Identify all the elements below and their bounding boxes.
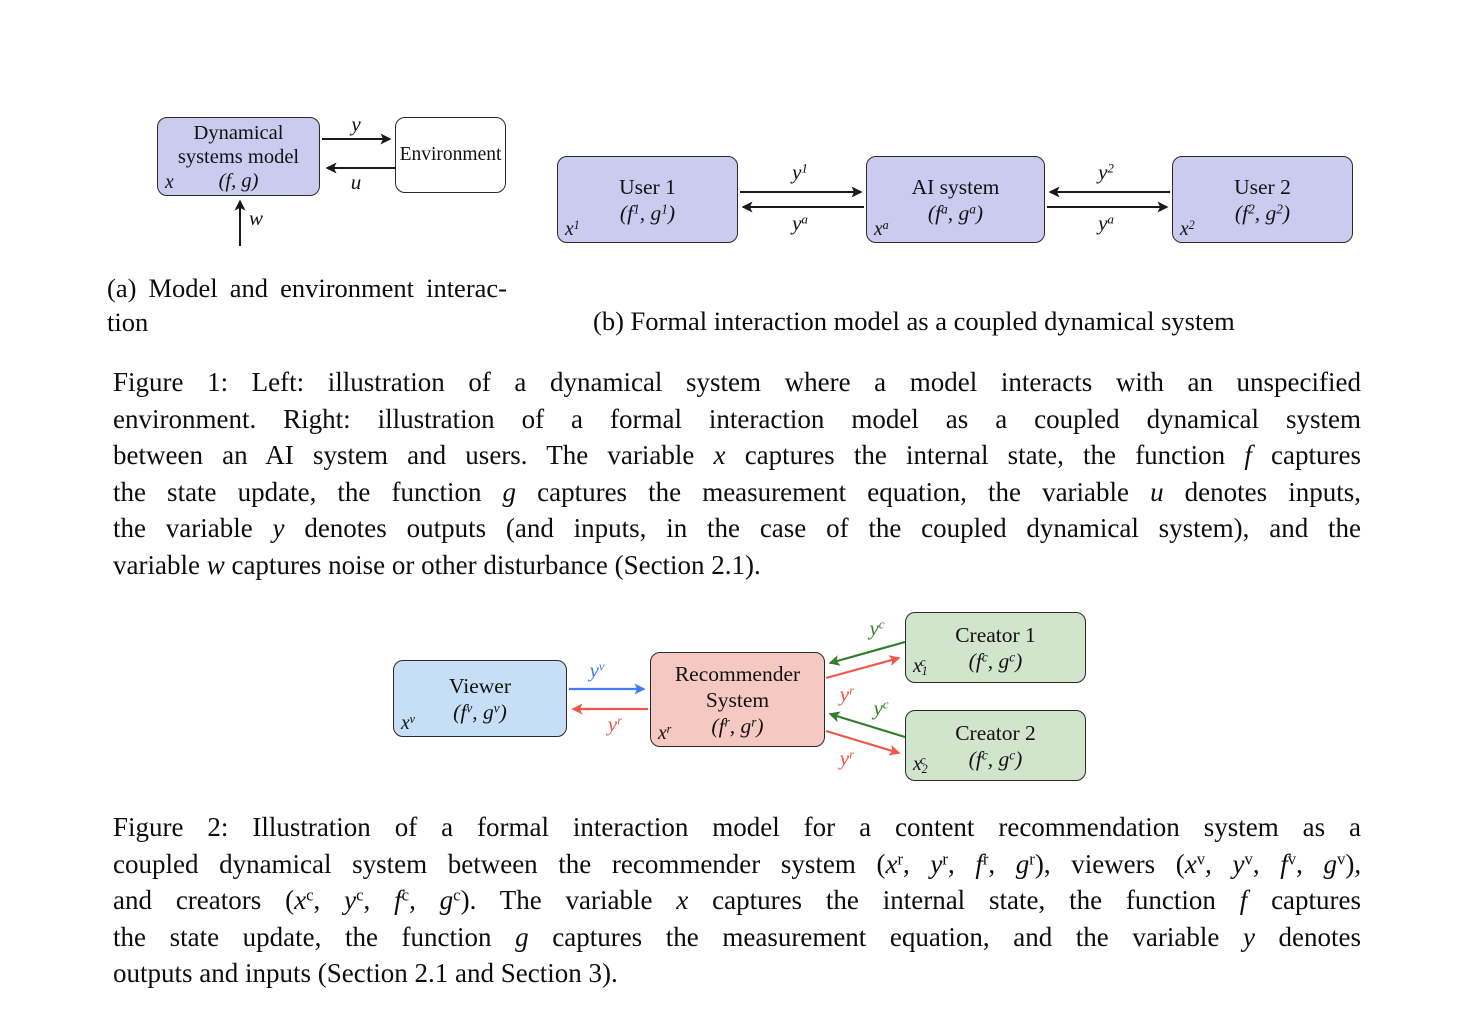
user2-title: User 2 bbox=[1234, 174, 1291, 199]
caption-a-line1: (a) Model and environment interac- bbox=[107, 273, 507, 303]
user1-box: User 1 (f1, g1) x1 bbox=[557, 156, 738, 243]
model-box-title-line1: Dynamical bbox=[193, 121, 284, 144]
recommender-title-line1: Recommender bbox=[674, 661, 801, 686]
viewer-title: Viewer bbox=[449, 673, 511, 698]
viewer-params: (fv, gv) bbox=[453, 699, 507, 724]
recommender-box: Recommender System (fr, gr) xr bbox=[650, 652, 825, 747]
model-state-label: x bbox=[165, 172, 174, 193]
arrow-label-y2: y2 bbox=[1098, 160, 1114, 184]
user2-state-label: x2 bbox=[1180, 217, 1195, 240]
viewer-box: Viewer (fv, gv) xv bbox=[393, 660, 567, 737]
arrow-label-w: w bbox=[249, 206, 264, 230]
creator2-box: Creator 2 (fc, gc) x2c bbox=[905, 710, 1086, 781]
caption-a: (a) Model and environment interac- tion bbox=[107, 272, 507, 339]
arrow-label-yc-creator2: yc bbox=[873, 696, 889, 720]
ai-system-box: AI system (fa, ga) xa bbox=[866, 156, 1045, 243]
creator1-box: Creator 1 (fc, gc) x1c bbox=[905, 612, 1086, 683]
figure1-caption-line: Figure 1: Left: illustration of a dynami… bbox=[113, 367, 1361, 397]
arrow-creator1-to-recommender bbox=[828, 640, 906, 666]
user1-params: (f1, g1) bbox=[619, 200, 676, 225]
arrow-creator2-to-recommender bbox=[828, 711, 906, 739]
figure2-caption-line: Figure 2: Illustration of a formal inter… bbox=[113, 812, 1361, 842]
ai-state-label: xa bbox=[874, 217, 889, 240]
recommender-state-label: xr bbox=[658, 721, 672, 744]
user2-box: User 2 (f2, g2) x2 bbox=[1172, 156, 1353, 243]
figure1-caption-line: environment. Right: illustration of a fo… bbox=[113, 403, 1361, 434]
creator1-params: (fc, gc) bbox=[968, 648, 1023, 673]
arrow-label-yr-viewer: yr bbox=[607, 712, 623, 736]
figure2-caption-line: and creators (xc, yc, fc, gc). The varia… bbox=[113, 885, 1362, 916]
arrow-label-yc-creator1: yc bbox=[869, 616, 885, 640]
arrow-label-ya-left: ya bbox=[792, 211, 808, 235]
figure2-caption-line: outputs and inputs (Section 2.1 and Sect… bbox=[113, 958, 618, 989]
figure1-caption-line: variable w captures noise or other distu… bbox=[113, 549, 761, 580]
ai-system-title: AI system bbox=[911, 174, 1000, 199]
creator1-title: Creator 1 bbox=[955, 622, 1036, 647]
figure1-caption-line: between an AI system and users. The vari… bbox=[113, 440, 1362, 471]
arrow-label-yv: yv bbox=[589, 658, 605, 682]
arrow-label-yr-creator1: yr bbox=[839, 682, 855, 706]
figure2-caption: Figure 2: Illustration of a formal inter… bbox=[113, 809, 1361, 992]
creator1-state-label: x1c bbox=[913, 654, 928, 679]
model-box-params: (f, g) bbox=[218, 169, 259, 192]
figure2-caption-line: coupled dynamical system between the rec… bbox=[113, 848, 1362, 879]
arrow-label-yr-creator2: yr bbox=[839, 746, 855, 770]
figure1-caption-line: the state update, the function g capture… bbox=[113, 476, 1361, 507]
arrow-label-y1: y1 bbox=[792, 160, 808, 184]
creator2-state-label: x2c bbox=[913, 752, 928, 777]
user1-title: User 1 bbox=[619, 174, 676, 199]
model-box-title-line2: systems model bbox=[177, 145, 300, 168]
environment-box-title: Environment bbox=[399, 144, 502, 165]
arrow-recommender-to-creator2 bbox=[825, 729, 901, 756]
figure1-caption: Figure 1: Left: illustration of a dynami… bbox=[113, 364, 1361, 584]
arrow-label-u: u bbox=[350, 170, 362, 194]
figure1-caption-line: the variable y denotes outputs (and inpu… bbox=[113, 513, 1361, 544]
recommender-title-line2: System bbox=[705, 687, 770, 712]
arrow-recommender-to-creator1 bbox=[825, 655, 901, 680]
viewer-state-label: xv bbox=[401, 711, 416, 734]
arrow-label-y: y bbox=[351, 112, 361, 136]
caption-b: (b) Formal interaction model as a couple… bbox=[593, 306, 1235, 336]
figure2-caption-line: the state update, the function g capture… bbox=[113, 921, 1361, 952]
ai-system-params: (fa, ga) bbox=[927, 200, 984, 225]
caption-a-line2: tion bbox=[107, 306, 149, 337]
recommender-params: (fr, gr) bbox=[711, 713, 764, 738]
dynamical-model-box: Dynamical systems model (f, g) x bbox=[157, 117, 320, 196]
creator2-title: Creator 2 bbox=[955, 720, 1036, 745]
arrow-label-ya-right: ya bbox=[1098, 211, 1114, 235]
user2-params: (f2, g2) bbox=[1234, 200, 1291, 225]
environment-box: Environment bbox=[395, 117, 506, 193]
user1-state-label: x1 bbox=[565, 217, 580, 240]
creator2-params: (fc, gc) bbox=[968, 746, 1023, 771]
